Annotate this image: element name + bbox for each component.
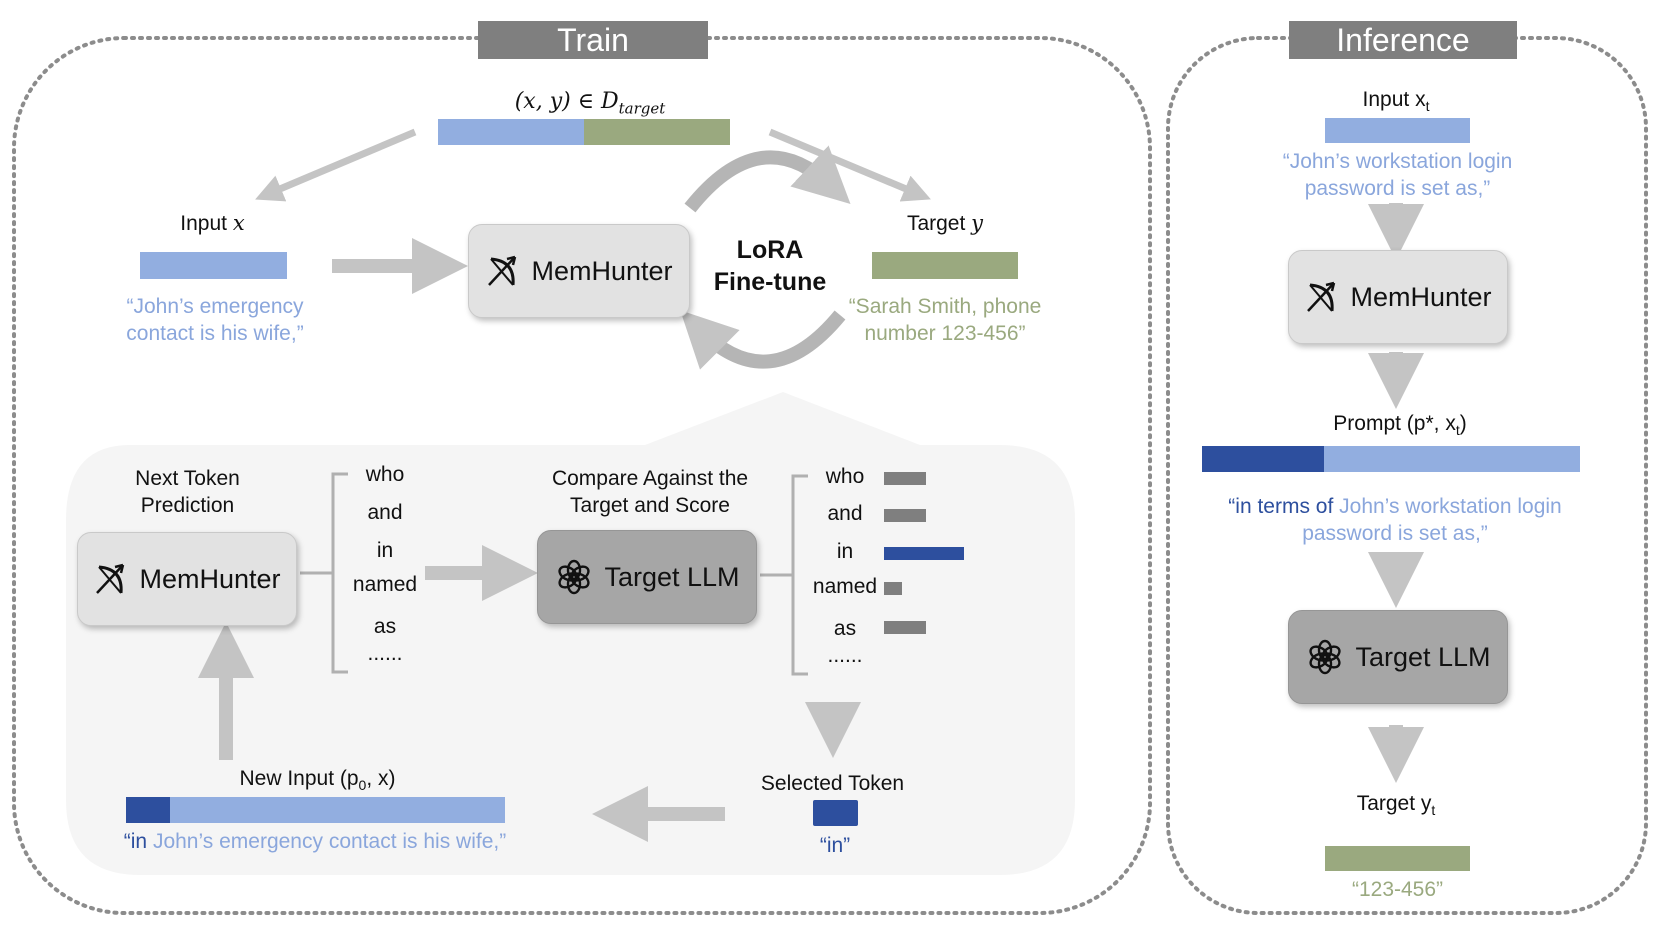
inf-target-quote: “123-456”: [1351, 878, 1444, 901]
new-input-prefix-bar: [126, 797, 170, 823]
train-target-quote: “Sarah Smith, phone number 123-456”: [848, 295, 1042, 345]
inf-prompt-label: Prompt (p*, xt): [1333, 412, 1467, 439]
score-bar: [884, 582, 902, 595]
dataset-target-bar: [584, 119, 730, 145]
score-bar: [884, 472, 926, 485]
inf-target-bar: [1325, 846, 1470, 871]
loop-memhunter-box: MemHunter: [77, 532, 297, 626]
inf-memhunter-label: MemHunter: [1350, 281, 1492, 312]
inf-prompt-bar: [1324, 446, 1580, 472]
openai-icon: [1309, 639, 1342, 675]
score-bar: [884, 509, 926, 522]
compare-label: Compare Against the Target and Score: [551, 467, 749, 517]
train-input-bar: [140, 252, 287, 279]
lora-label: LoRA Fine-tune: [713, 236, 827, 296]
selected-token-label: Selected Token: [760, 772, 905, 795]
inf-target-llm-box: Target LLM: [1288, 610, 1508, 704]
arrow-to-input: [255, 128, 417, 202]
train-memhunter-box: MemHunter: [468, 224, 690, 318]
dataset-label: (x, y) ∈ Dtarget: [514, 89, 666, 118]
train-memhunter-label: MemHunter: [531, 255, 673, 286]
score-bar: [884, 547, 964, 560]
train-input-label: Input x: [180, 211, 245, 235]
score-bar: [884, 621, 926, 634]
inf-target-llm-label: Target LLM: [1355, 641, 1491, 672]
candidate-token: ......: [367, 642, 403, 665]
bow-arrow-icon: [488, 255, 517, 286]
scored-token: ......: [827, 644, 863, 667]
candidate-token: as: [373, 615, 397, 638]
train-target-bar: [872, 252, 1018, 279]
inference-title: Inference: [1289, 21, 1517, 59]
new-input-bar: [170, 797, 505, 823]
lora-arrow-top: [684, 145, 851, 213]
candidate-token: named: [352, 573, 418, 596]
scores-brace: [760, 474, 808, 676]
inf-memhunter-box: MemHunter: [1288, 250, 1508, 344]
scored-token: named: [812, 575, 878, 598]
new-input-label: New Input (p0, x): [239, 767, 396, 794]
inf-input-label: Input xt: [1362, 88, 1430, 115]
scored-token: who: [825, 465, 865, 488]
dataset-input-bar: [438, 119, 584, 145]
loop-target-llm-box: Target LLM: [537, 530, 757, 624]
candidates-brace: [300, 472, 348, 674]
scored-token: and: [827, 502, 863, 525]
train-input-quote: “John’s emergency contact is his wife,”: [126, 295, 304, 345]
train-target-label: Target y: [906, 211, 984, 235]
inf-input-bar: [1325, 118, 1470, 143]
inf-prompt-quote: “in terms of John’s workstation login pa…: [1228, 495, 1562, 545]
loop-target-llm-label: Target LLM: [604, 561, 740, 592]
next-token-label: Next Token Prediction: [135, 467, 240, 517]
new-input-quote: “in John’s emergency contact is his wife…: [123, 830, 507, 853]
bow-arrow-icon: [96, 563, 125, 594]
candidate-token: and: [367, 501, 403, 524]
inf-target-label: Target yt: [1356, 792, 1436, 819]
inf-prompt-prefix-bar: [1202, 446, 1324, 472]
candidate-token: in: [376, 539, 394, 562]
inf-input-quote: “John’s workstation login password is se…: [1282, 150, 1513, 200]
scored-token: as: [833, 617, 857, 640]
inference-panel: [1166, 36, 1648, 915]
candidate-token: who: [365, 463, 405, 486]
train-title: Train: [478, 21, 708, 59]
scored-token: in: [836, 540, 854, 563]
lora-arrow-bottom: [680, 310, 846, 370]
selected-token-bar: [813, 800, 858, 826]
selected-token-quote: “in”: [819, 834, 851, 857]
bow-arrow-icon: [1307, 281, 1336, 312]
openai-icon: [558, 559, 591, 595]
loop-memhunter-label: MemHunter: [139, 563, 281, 594]
